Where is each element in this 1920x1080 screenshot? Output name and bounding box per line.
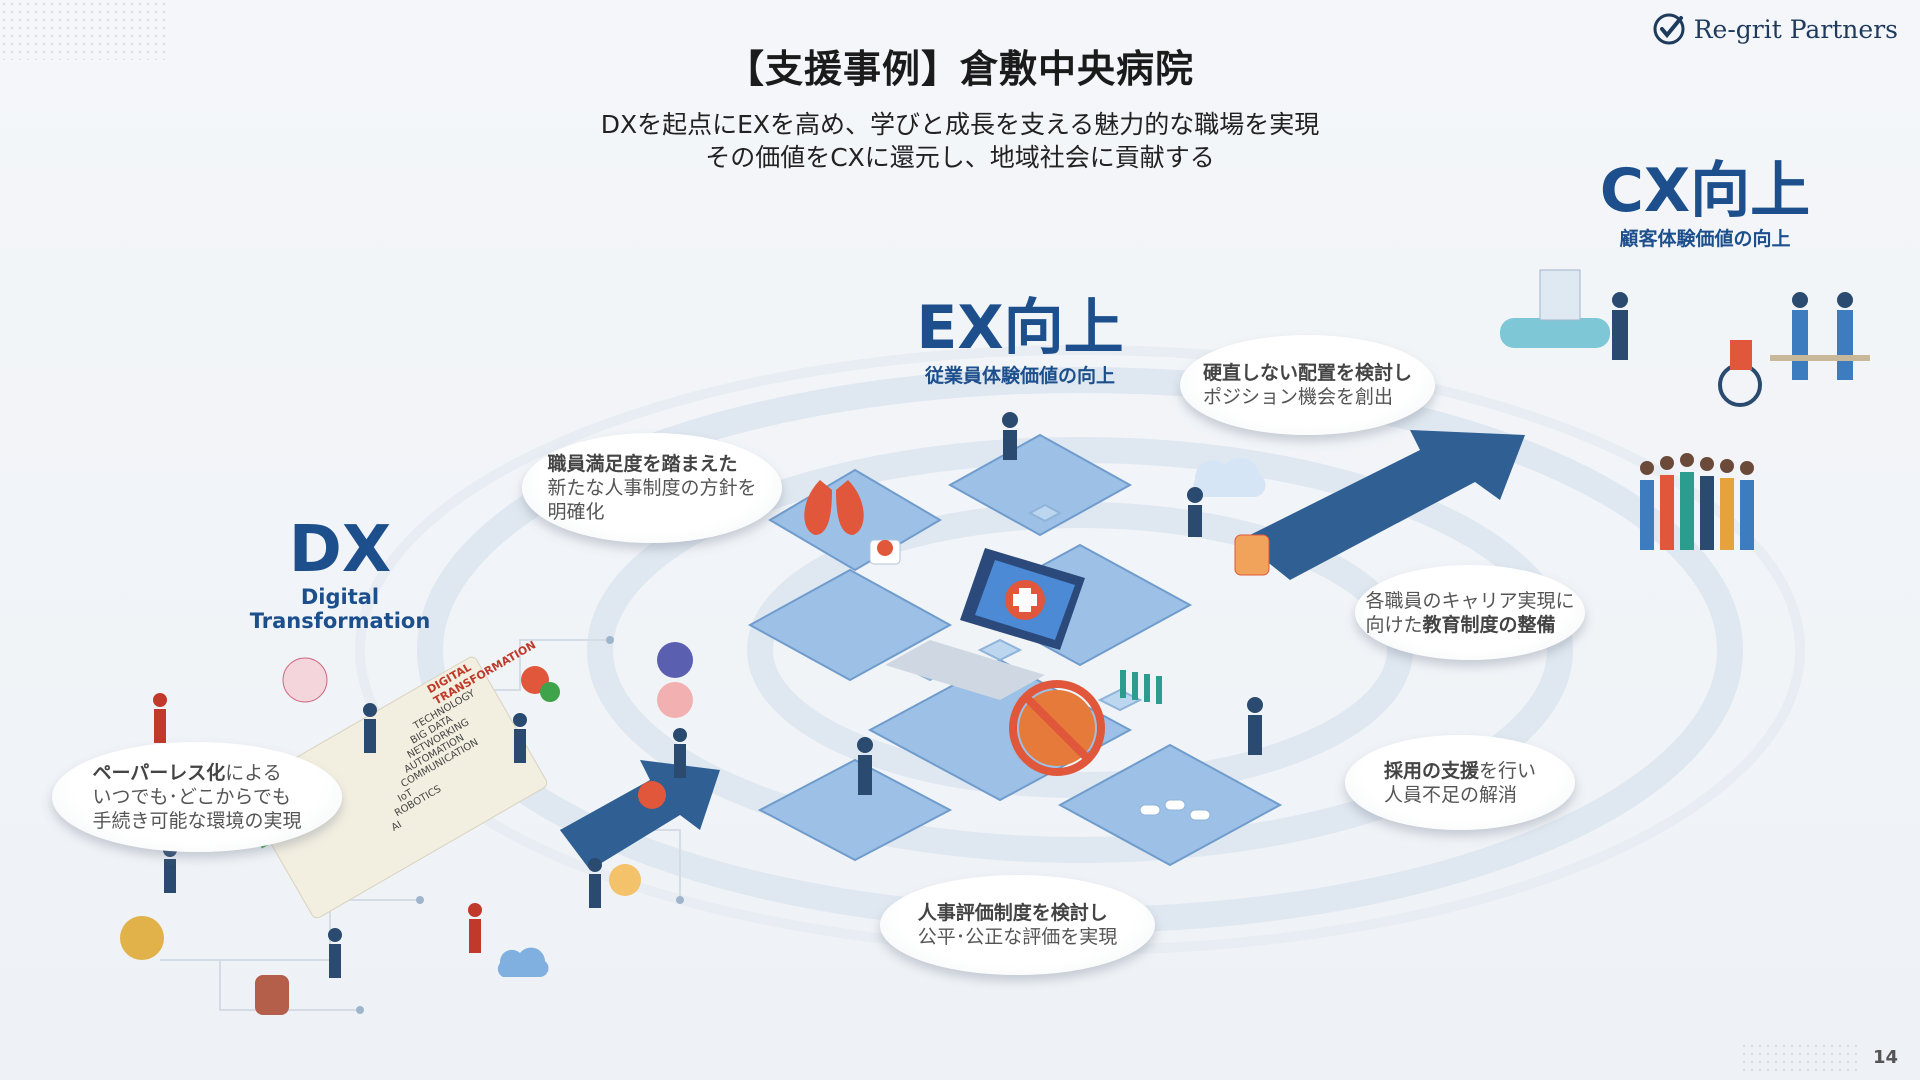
bubble-satisfaction: 職員満足度を踏まえた 新たな人事制度の方針を 明確化 [522,433,782,543]
page-title: 【支援事例】倉敷中央病院 [725,47,1194,91]
dx-heading: DX Digital Transformation [210,515,470,633]
bubble-line: 硬直しない配置を検討し [1202,362,1412,384]
subtitle-line-1: DXを起点にEXを高め、学びと成長を支える魅力的な職場を実現 [600,110,1320,139]
ex-subtitle: 従業員体験価値の向上 [924,365,1115,387]
bubble-line: 職員満足度を踏まえた [547,453,738,475]
bubble-line: 人員不足の解消 [1383,783,1517,806]
bubble-career: 各職員のキャリア実現に 向けた教育制度の整備 [1355,565,1585,660]
ex-title: EX向上 [916,293,1124,363]
bubble-line: 新たな人事制度の方針を [547,477,757,499]
bubble-line: 向けた教育制度の整備 [1365,613,1556,636]
bubble-line: 各職員のキャリア実現に [1365,589,1575,612]
cx-subtitle: 顧客体験価値の向上 [1619,228,1791,250]
company-logo: Re-grit Partners [1652,12,1898,46]
bubble-evaluation: 人事評価制度を検討し 公平･公正な評価を実現 [880,875,1155,975]
bubble-hiring: 採用の支援を行い 人員不足の解消 [1345,735,1575,830]
bubble-line: いつでも･どこからでも [92,786,291,808]
bubble-line: 明確化 [547,501,605,523]
page-number: 14 [1872,1047,1898,1068]
bubble-line: 公平･公正な評価を実現 [917,926,1118,948]
cx-title: CX向上 [1599,156,1811,226]
cx-heading: CX向上 顧客体験価値の向上 [1590,158,1820,251]
bubble-line: ペーパーレス化による [92,762,282,784]
bubble-line: ポジション機会を創出 [1202,386,1393,408]
bubble-line: 採用の支援を行い [1383,759,1537,782]
page-subtitle: DXを起点にEXを高め、学びと成長を支える魅力的な職場を実現 その価値をCXに還… [0,108,1920,174]
dx-subtitle: Digital Transformation [249,585,431,633]
corner-dots-top-left [0,0,170,60]
bubble-paperless: ペーパーレス化による いつでも･どこからでも 手続き可能な環境の実現 [52,742,342,852]
check-circle-icon [1653,13,1685,45]
subtitle-line-2: その価値をCXに還元し、地域社会に貢献する [705,143,1215,172]
bubble-line: 人事評価制度を検討し [917,902,1108,924]
bubble-placement: 硬直しない配置を検討し ポジション機会を創出 [1180,335,1435,435]
corner-dots-bottom-right [1740,1042,1860,1072]
dx-title: DX [288,513,392,587]
logo-text: Re-grit Partners [1693,14,1898,44]
ex-heading: EX向上 従業員体験価値の向上 [905,295,1135,388]
bubble-line: 手続き可能な環境の実現 [92,810,302,832]
